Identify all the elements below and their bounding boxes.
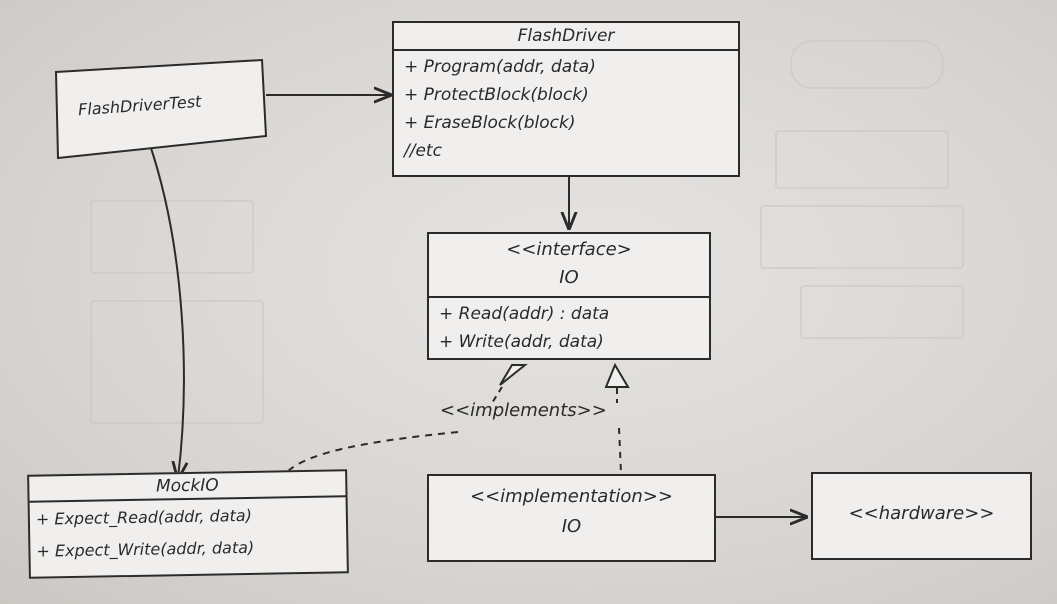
io-interface-name: IO [429,264,709,298]
dashed-realization-mock [286,431,459,473]
background-ghost-shape [775,130,949,189]
implements-label: <<implements>> [440,400,607,421]
background-ghost-shape [800,285,964,339]
flash-driver-test-shape [54,58,268,160]
flash-driver-member: //etc [404,141,442,161]
io-interface-stereotype: <<interface> [506,239,632,260]
flash-driver-member: + Program(addr, data) [404,57,596,77]
mock-io-class: MockIO + Expect_Read(addr, data) + Expec… [27,469,349,579]
realization-triangle-right [604,362,630,388]
background-ghost-shape [90,200,254,274]
realization-triangle-left [499,364,528,386]
flash-driver-title: FlashDriver [394,23,738,51]
io-implementation-class: <<implementation>> IO [427,474,716,562]
background-ghost-shape [790,40,944,89]
io-interface-class: <<interface> IO + Read(addr) : data + Wr… [427,232,711,360]
mock-io-member: + Expect_Write(addr, data) [36,537,255,561]
background-ghost-shape [760,205,964,269]
io-interface-member: + Write(addr, data) [439,332,604,352]
hardware-label: <<hardware>> [848,502,995,524]
io-interface-member: + Read(addr) : data [439,304,610,324]
mock-io-member: + Expect_Read(addr, data) [35,505,253,529]
dashed-realization-left [491,386,503,404]
io-implementation-stereotype: <<implementation>> [470,486,673,507]
dashed-realization-impl [618,427,622,474]
flash-driver-member: + ProtectBlock(block) [404,85,589,105]
flash-driver-member: + EraseBlock(block) [404,113,576,133]
test-to-mock-arrow [149,144,184,478]
hardware-box: <<hardware>> [811,472,1032,560]
flash-driver-class: FlashDriver + Program(addr, data) + Prot… [392,21,740,177]
background-ghost-shape [90,300,264,424]
io-implementation-name: IO [561,516,582,537]
